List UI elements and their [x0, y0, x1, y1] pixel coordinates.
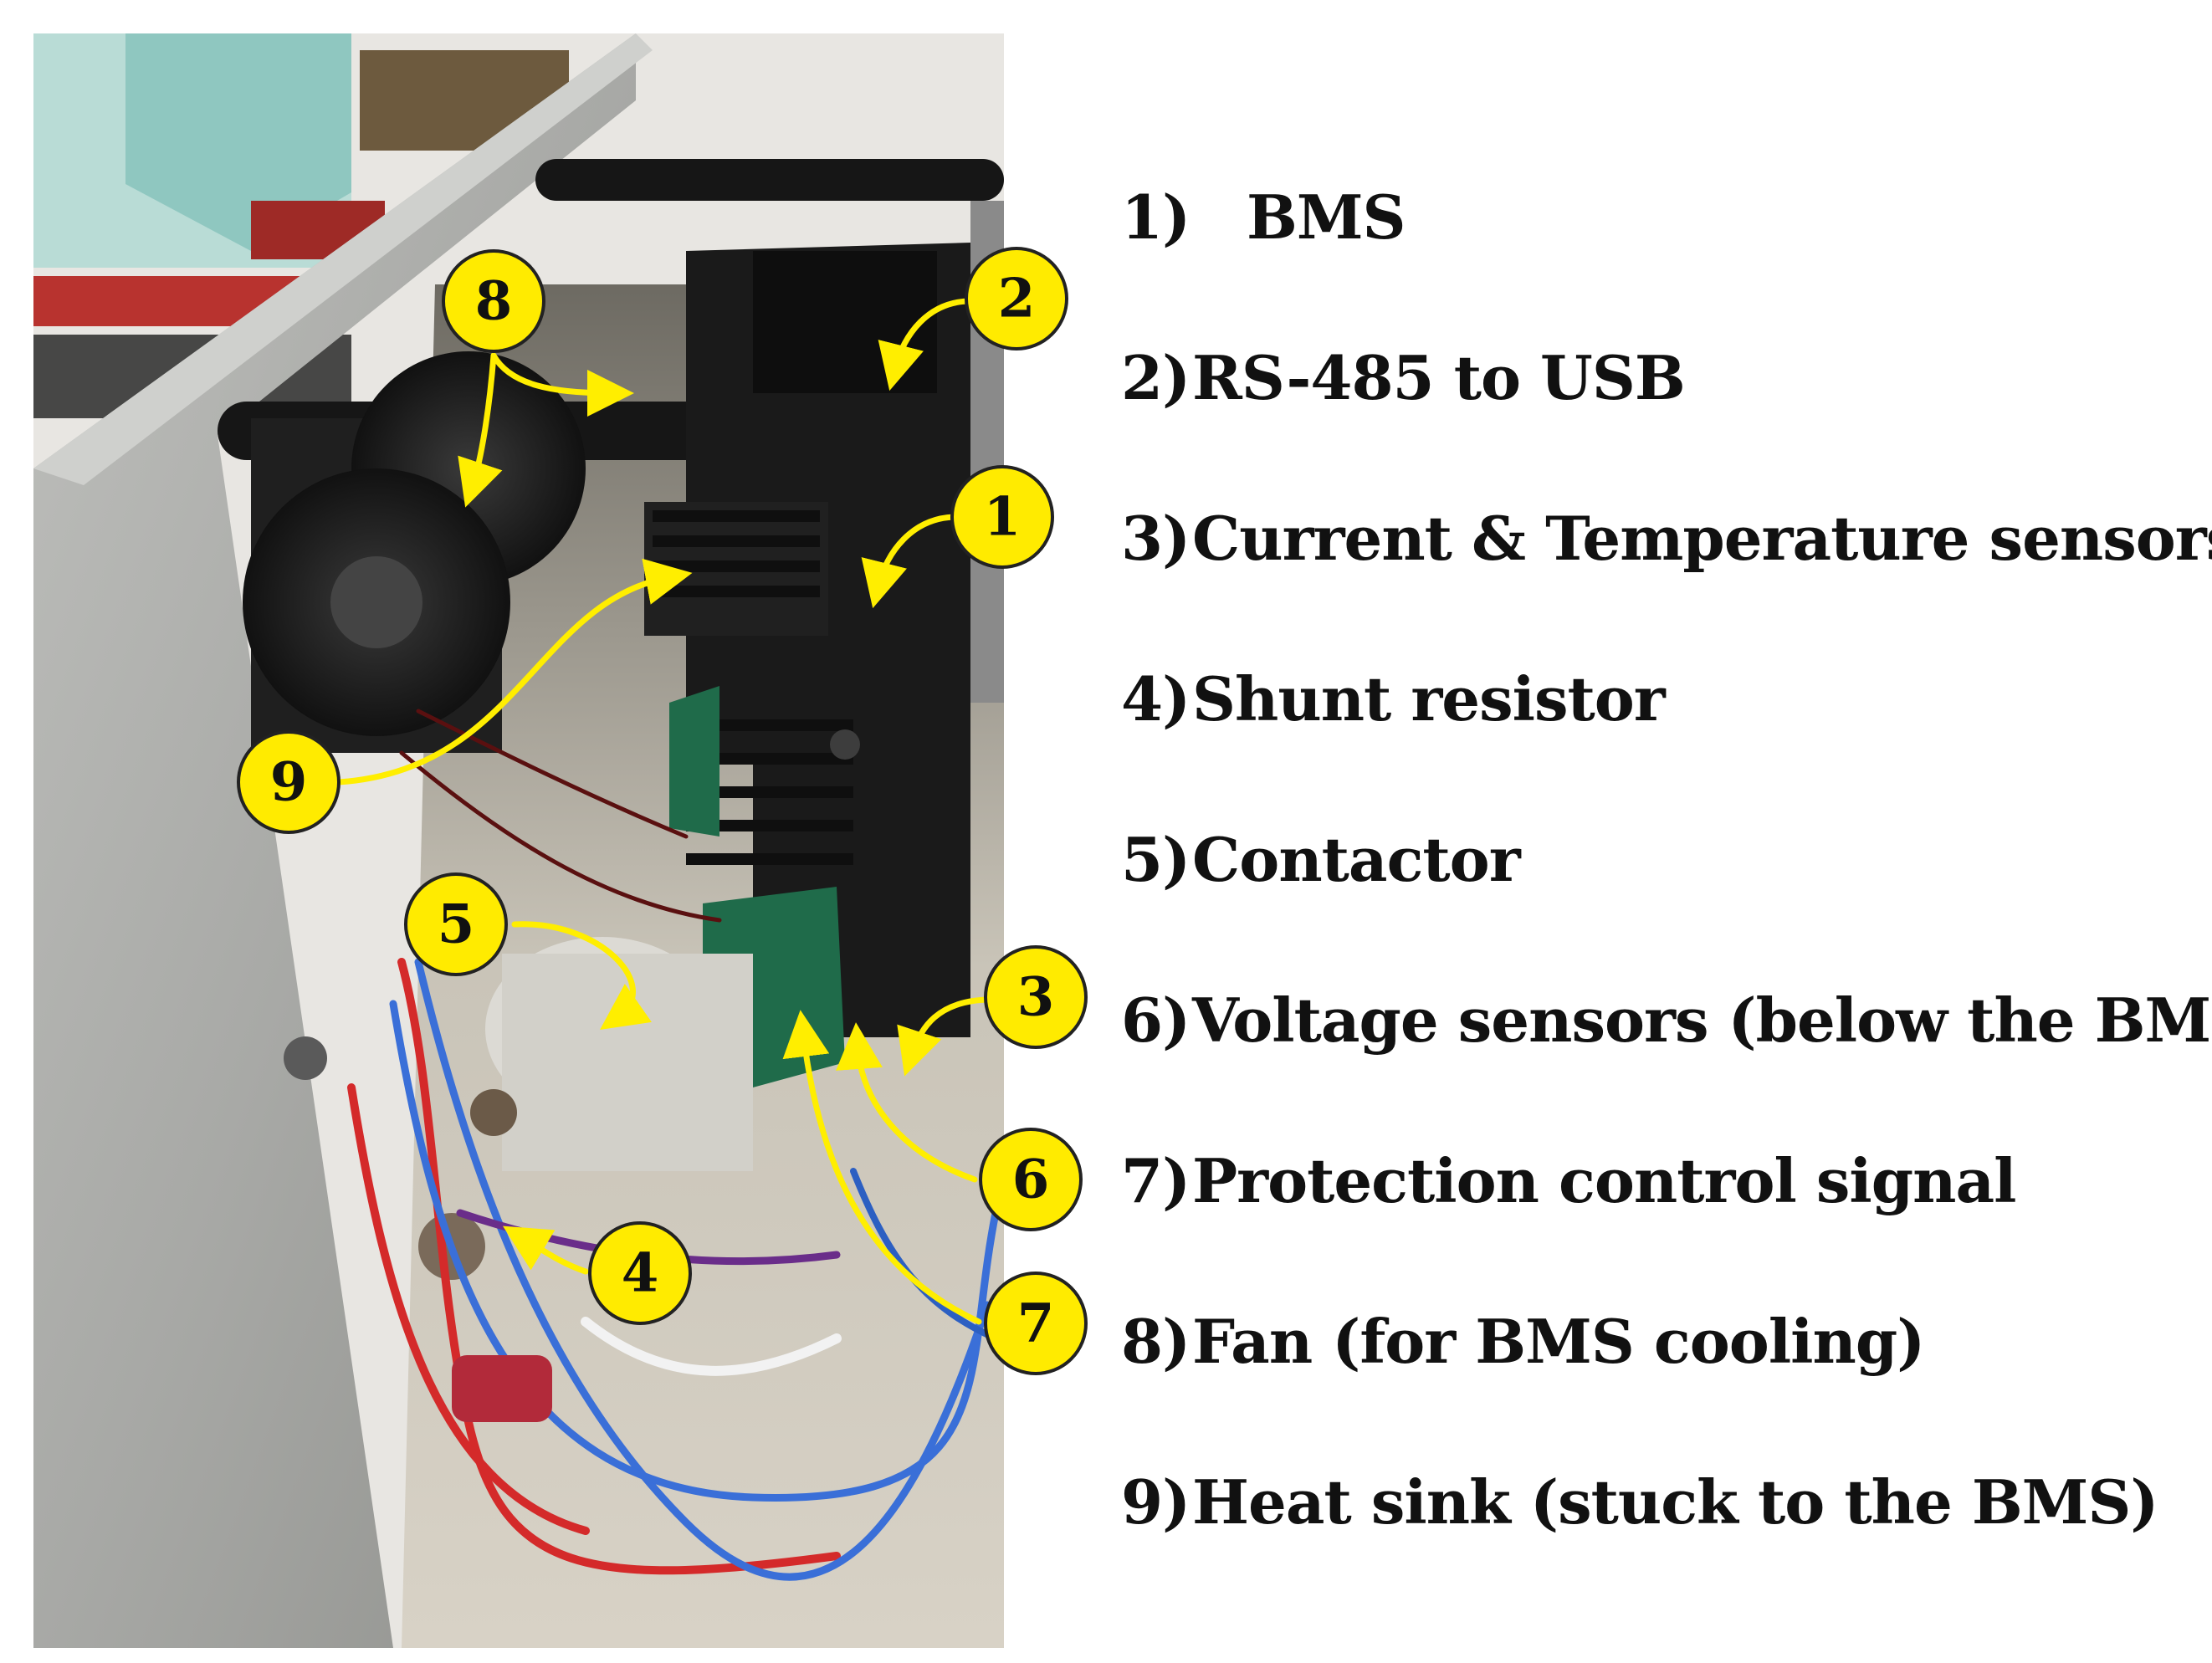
callout-1 [950, 465, 1054, 569]
legend-label: Current & Temperature sensors [1192, 503, 2212, 574]
legend-number: 3) [1121, 503, 1190, 574]
legend-number: 4) [1121, 663, 1190, 734]
arrow-5 [511, 921, 653, 1031]
callout-label-1: 1 [984, 486, 1022, 549]
legend-label: BMS [1247, 182, 1406, 253]
callout-label-9: 9 [270, 751, 308, 814]
callout-label-4: 4 [622, 1242, 659, 1305]
legend-item-1: 1) BMS [1121, 171, 1406, 264]
callout-4 [588, 1221, 692, 1325]
arrow-9 [335, 558, 693, 785]
callout-3 [984, 945, 1088, 1049]
callout-label-5: 5 [438, 893, 475, 956]
callout-label-7: 7 [1017, 1292, 1055, 1355]
legend-item-2: 2)RS-485 to USB [1121, 332, 1686, 424]
arrow-8b [458, 352, 503, 508]
legend-label: Contactor [1192, 824, 1521, 895]
callout-arrows [335, 298, 995, 1325]
legend-label: Voltage sensors (below the BMS) [1192, 985, 2212, 1056]
callout-label-6: 6 [1012, 1149, 1050, 1211]
legend-number: 1) [1121, 182, 1190, 253]
legend-number: 5) [1121, 824, 1190, 895]
callout-2 [965, 247, 1068, 351]
callout-label-2: 2 [998, 268, 1036, 330]
legend-label: Heat sink (stuck to the BMS) [1192, 1466, 2158, 1538]
legend-item-5: 5)Contactor [1121, 814, 1521, 906]
enclosure [33, 33, 1004, 1648]
legend-number: 9) [1121, 1466, 1190, 1538]
legend-label: Protection control signal [1192, 1145, 2016, 1216]
arrow-4 [502, 1226, 589, 1275]
legend-label: RS-485 to USB [1192, 342, 1686, 413]
callout-label-8: 8 [475, 270, 513, 333]
legend-number: 6) [1121, 985, 1190, 1056]
legend-label: Shunt resistor [1192, 663, 1666, 734]
arrow-8a [490, 352, 634, 417]
arrow-3 [897, 996, 995, 1077]
legend-item-3: 3)Current & Temperature sensors [1121, 493, 2212, 585]
legend-item-7: 7)Protection control signal [1121, 1135, 2016, 1227]
callout-5 [404, 872, 508, 976]
legend-label: Fan (for BMS cooling) [1192, 1306, 1925, 1377]
callout-8 [442, 249, 545, 353]
callout-7 [984, 1272, 1088, 1375]
legend-number: 2) [1121, 342, 1190, 413]
legend-item-4: 4)Shunt resistor [1121, 653, 1666, 745]
callout-9 [237, 730, 341, 834]
legend-item-6: 6)Voltage sensors (below the BMS) [1121, 975, 2212, 1067]
legend-number: 8) [1121, 1306, 1190, 1377]
legend-item-8: 8)Fan (for BMS cooling) [1121, 1296, 1925, 1388]
callout-label-3: 3 [1017, 966, 1055, 1029]
arrow-2 [878, 298, 974, 391]
arrow-6 [836, 1022, 978, 1183]
callout-6 [979, 1128, 1083, 1231]
arrow-1 [861, 514, 957, 609]
legend-item-9: 9)Heat sink (stuck to the BMS) [1121, 1456, 2158, 1548]
arrow-7 [782, 1010, 982, 1325]
legend-number: 7) [1121, 1145, 1190, 1216]
callout-markers [237, 247, 1088, 1375]
